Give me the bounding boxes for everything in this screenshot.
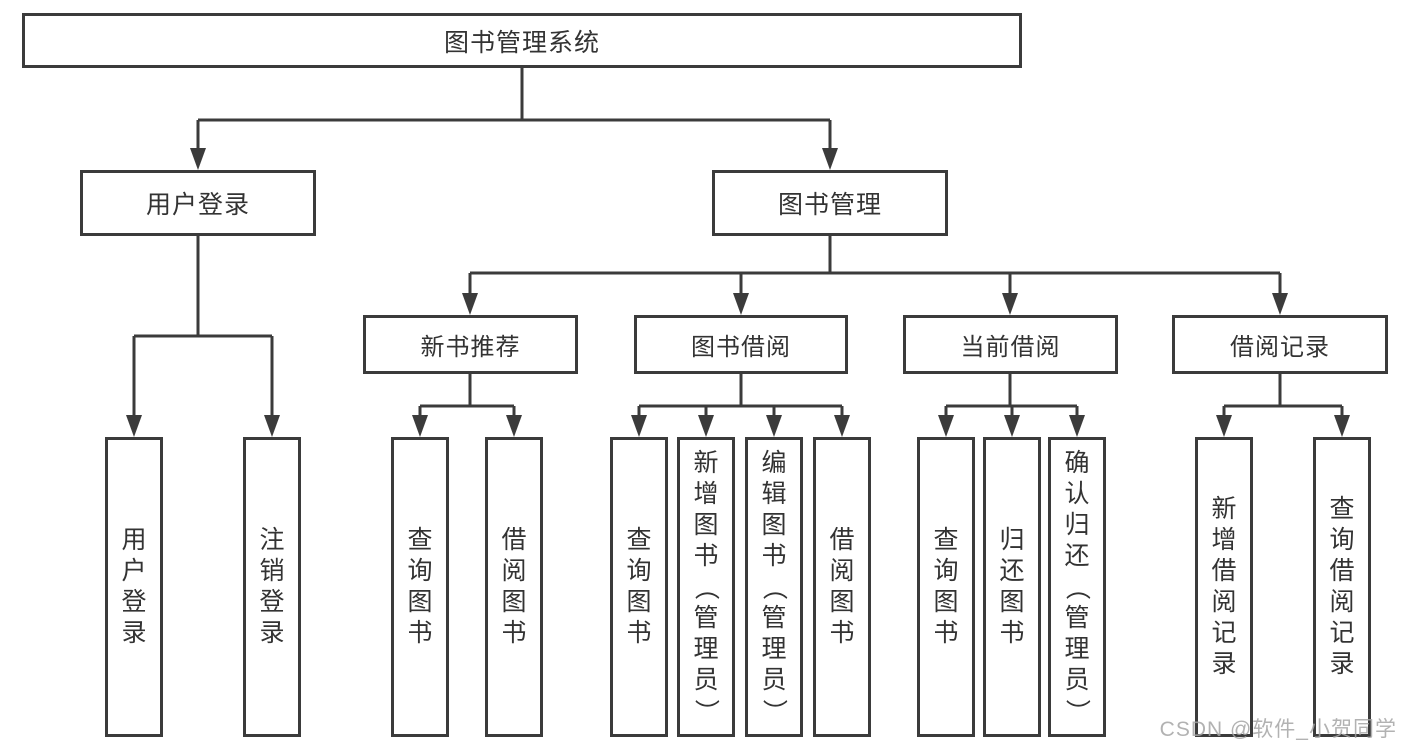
arrowhead [264,415,280,437]
connector-root [196,68,832,166]
arrowhead [834,415,850,437]
leaf-logout-label: 注销登录 [259,526,285,647]
csdn-watermark: CSDN @软件_小贺同学 [1159,718,1397,741]
connector-new-book-recommend [418,374,516,433]
node-borrowing-records: 借阅记录 [1172,315,1388,374]
arrowhead [412,415,428,437]
leaf-bb-query-books-label: 查询图书 [626,526,652,647]
node-current-borrowing-label: 当前借阅 [960,334,1061,361]
connector-book-borrowing [637,374,844,433]
leaf-user-login: 用户登录 [105,437,163,737]
node-root-label: 图书管理系统 [443,28,600,57]
leaf-bb-add-books-admin-label: 新增图书（管理员） [692,448,721,724]
connector-borrowing-records [1222,374,1344,433]
leaf-nb-borrow-books: 借阅图书 [485,437,543,737]
node-book-borrowing-label: 图书借阅 [691,334,791,361]
node-new-book-recommend: 新书推荐 [363,315,578,374]
node-book-management-label: 图书管理 [777,191,882,219]
arrowhead [631,415,647,437]
leaf-bb-edit-books-admin: 编辑图书（管理员） [745,437,803,737]
leaf-bb-query-books: 查询图书 [610,437,668,737]
leaf-bb-edit-books-admin-label: 编辑图书（管理员） [760,448,789,724]
leaf-cb-confirm-return-admin-label: 确认归还（管理员） [1063,448,1092,724]
leaf-bb-borrow-books-label: 借阅图书 [829,526,855,647]
leaf-nb-borrow-books-label: 借阅图书 [501,526,527,647]
arrowhead [733,293,749,315]
arrowhead [126,415,142,437]
node-current-borrowing: 当前借阅 [903,315,1118,374]
leaf-logout: 注销登录 [243,437,301,737]
arrowhead [1334,415,1350,437]
arrowhead [1216,415,1232,437]
node-new-book-recommend-label: 新书推荐 [420,334,521,361]
arrowhead [462,293,478,315]
arrowhead [190,148,206,170]
arrowhead [822,148,838,170]
leaf-br-add-record: 新增借阅记录 [1195,437,1253,737]
leaf-bb-add-books-admin: 新增图书（管理员） [677,437,735,737]
node-book-borrowing: 图书借阅 [634,315,848,374]
leaf-cb-confirm-return-admin: 确认归还（管理员） [1048,437,1106,737]
leaf-br-query-record: 查询借阅记录 [1313,437,1371,737]
node-borrowing-records-label: 借阅记录 [1230,334,1330,361]
arrowhead [506,415,522,437]
arrowhead [1004,415,1020,437]
node-user-login: 用户登录 [80,170,316,236]
leaf-bb-borrow-books: 借阅图书 [813,437,871,737]
arrowhead [766,415,782,437]
leaf-cb-return-books: 归还图书 [983,437,1041,737]
arrowhead [1002,293,1018,315]
leaf-cb-return-books-label: 归还图书 [999,526,1025,647]
node-root: 图书管理系统 [22,13,1022,68]
connector-book-management [468,236,1282,311]
leaf-cb-query-books: 查询图书 [917,437,975,737]
arrowhead [938,415,954,437]
leaf-cb-query-books-label: 查询图书 [933,526,959,647]
leaf-nb-query-books-label: 查询图书 [407,526,433,647]
leaf-br-query-record-label: 查询借阅记录 [1329,495,1355,678]
leaf-nb-query-books: 查询图书 [391,437,449,737]
node-book-management: 图书管理 [712,170,948,236]
arrowhead [1069,415,1085,437]
arrowhead [698,415,714,437]
node-user-login-label: 用户登录 [145,191,250,219]
connector-user-login [132,236,274,433]
leaf-br-add-record-label: 新增借阅记录 [1211,495,1237,678]
arrowhead [1272,293,1288,315]
leaf-user-login-label: 用户登录 [121,526,147,647]
